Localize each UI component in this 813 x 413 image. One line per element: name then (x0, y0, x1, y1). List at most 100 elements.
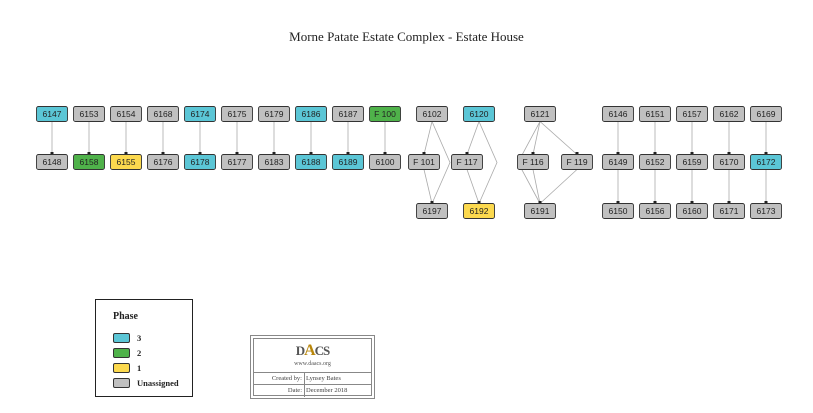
node-box (369, 154, 401, 170)
node-label: F 116 (522, 157, 543, 167)
legend-label: 1 (137, 362, 142, 373)
node-box (602, 203, 634, 219)
context-node[interactable]: 6178 (184, 154, 216, 170)
node-box (639, 154, 671, 170)
context-node[interactable]: F 101 (408, 154, 440, 170)
node-label: 6159 (683, 157, 702, 167)
context-node[interactable]: 6177 (221, 154, 253, 170)
context-node[interactable]: 6172 (750, 154, 782, 170)
context-node[interactable]: 6174 (184, 106, 216, 122)
node-label: 6168 (154, 109, 173, 119)
context-node[interactable]: 6100 (369, 154, 401, 170)
context-node[interactable]: 6154 (110, 106, 142, 122)
edge-arrowhead (727, 201, 731, 204)
diagram-title: Morne Patate Estate Complex - Estate Hou… (289, 29, 524, 44)
node-label: 6102 (423, 109, 442, 119)
node-box (524, 203, 556, 219)
context-node[interactable]: 6176 (147, 154, 179, 170)
node-label: 6192 (470, 206, 489, 216)
edge-arrowhead (198, 152, 202, 155)
context-node[interactable]: 6150 (602, 203, 634, 219)
edge-arrowhead (616, 201, 620, 204)
node-label: 6150 (609, 206, 628, 216)
legend-swatch (113, 332, 130, 343)
node-box (463, 106, 495, 122)
context-node[interactable]: F 116 (517, 154, 549, 170)
context-node[interactable]: 6189 (332, 154, 364, 170)
node-label: 6154 (117, 109, 136, 119)
edge-arrowhead (538, 201, 542, 204)
date-value: December 2018 (306, 387, 348, 394)
node-box (524, 106, 556, 122)
edge-arrowhead (477, 201, 481, 204)
node-label: 6152 (646, 157, 665, 167)
node-label: 6121 (531, 109, 550, 119)
context-node[interactable]: 6191 (524, 203, 556, 219)
context-node[interactable]: 6183 (258, 154, 290, 170)
node-label: 6158 (80, 157, 99, 167)
context-node[interactable]: 6148 (36, 154, 68, 170)
context-node[interactable]: 6149 (602, 154, 634, 170)
node-box (750, 154, 782, 170)
node-box (416, 203, 448, 219)
context-node[interactable]: 6146 (602, 106, 634, 122)
context-node[interactable]: 6170 (713, 154, 745, 170)
node-box (676, 203, 708, 219)
edge-arrowhead (690, 152, 694, 155)
context-node[interactable]: 6157 (676, 106, 708, 122)
context-node[interactable]: 6102 (416, 106, 448, 122)
node-label: F 117 (456, 157, 477, 167)
context-node[interactable]: 6192 (463, 203, 495, 219)
edge-arrowhead (50, 152, 54, 155)
context-node[interactable]: 6171 (713, 203, 745, 219)
context-node[interactable]: F 119 (561, 154, 593, 170)
node-box (408, 154, 440, 170)
node-label: 6149 (609, 157, 628, 167)
context-node[interactable]: 6197 (416, 203, 448, 219)
context-node[interactable]: F 100 (369, 106, 401, 122)
context-node[interactable]: 6156 (639, 203, 671, 219)
legend-swatch (113, 362, 130, 373)
edge-arrowhead (124, 152, 128, 155)
context-node[interactable]: 6169 (750, 106, 782, 122)
context-node[interactable]: 6158 (73, 154, 105, 170)
edge-arrowhead (575, 152, 579, 155)
context-node[interactable]: 6147 (36, 106, 68, 122)
context-node[interactable]: 6179 (258, 106, 290, 122)
context-node[interactable]: 6175 (221, 106, 253, 122)
node-label: 6147 (43, 109, 62, 119)
node-box (110, 154, 142, 170)
node-box (561, 154, 593, 170)
context-node[interactable]: 6187 (332, 106, 364, 122)
context-node[interactable]: 6153 (73, 106, 105, 122)
node-label: 6175 (228, 109, 247, 119)
context-node[interactable]: 6121 (524, 106, 556, 122)
node-label: F 119 (566, 157, 587, 167)
node-label: 6160 (683, 206, 702, 216)
context-node[interactable]: 6151 (639, 106, 671, 122)
edge-arrowhead (383, 152, 387, 155)
node-label: 6173 (757, 206, 776, 216)
context-node[interactable]: 6188 (295, 154, 327, 170)
context-node[interactable]: 6152 (639, 154, 671, 170)
node-label: F 100 (374, 109, 396, 119)
context-node[interactable]: 6160 (676, 203, 708, 219)
edge-arrowhead (422, 152, 426, 155)
context-node[interactable]: F 117 (451, 154, 483, 170)
daacs-logo: DACS (295, 342, 331, 359)
node-label: 6191 (531, 206, 550, 216)
context-node[interactable]: 6159 (676, 154, 708, 170)
edge-arrowhead (764, 152, 768, 155)
edge-arrowhead (309, 152, 313, 155)
node-box (750, 203, 782, 219)
created-by-row: Created by: Lynsey Bates (254, 372, 371, 385)
context-node[interactable]: 6168 (147, 106, 179, 122)
context-node[interactable]: 6120 (463, 106, 495, 122)
context-node[interactable]: 6186 (295, 106, 327, 122)
context-node[interactable]: 6162 (713, 106, 745, 122)
edge (478, 121, 498, 204)
node-box (258, 154, 290, 170)
context-node[interactable]: 6173 (750, 203, 782, 219)
context-node[interactable]: 6155 (110, 154, 142, 170)
daacs-url: www.daacs.org (294, 361, 331, 367)
